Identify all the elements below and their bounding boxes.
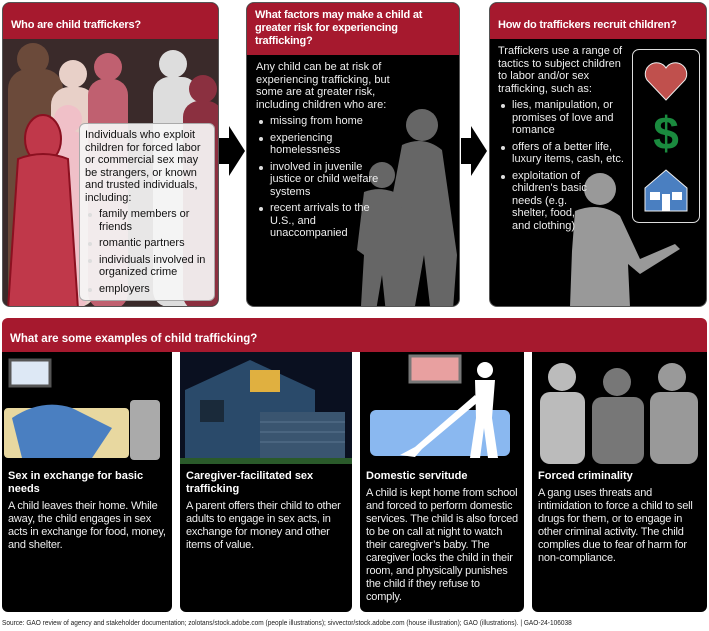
sleeping-child-illustration (2, 352, 172, 464)
example-card-caregiver: Caregiver-facilitated sex trafficking A … (180, 352, 352, 612)
panel-title: What factors may make a child at greater… (247, 3, 459, 55)
dollar-icon: $ (653, 107, 679, 159)
card-body: A gang uses threats and intimidation to … (538, 487, 693, 564)
examples-title: What are some examples of child traffick… (10, 333, 258, 345)
panel-risk-factors: What factors may make a child at greater… (246, 2, 460, 307)
panel-title: How do traffickers recruit children? (490, 3, 706, 39)
list-item: exploitation of children's basic needs (… (498, 170, 594, 233)
list-item: offers of a better life, luxury items, c… (498, 141, 630, 166)
list-item: experiencing homelessness (256, 132, 396, 157)
panel-recruitment: How do traffickers recruit children? Tra… (489, 2, 707, 307)
list-item: family members or friends (85, 208, 209, 233)
list-item: employers (85, 283, 209, 296)
trafficker-silhouette (570, 173, 680, 306)
house-icon (644, 169, 688, 212)
list-item: involved in juvenile justice or child we… (256, 161, 396, 199)
adult-child-silhouette (357, 109, 457, 306)
card-body: A child is kept home from school and for… (366, 487, 518, 603)
list-item: lies, manipulation, or promises of love … (498, 99, 630, 137)
panel-intro: Individuals who exploit children for for… (85, 129, 201, 204)
traffickers-textbox: Individuals who exploit children for for… (79, 123, 215, 301)
arrow-right-icon (219, 126, 245, 176)
source-note: Source: GAO review of agency and stakeho… (2, 618, 572, 627)
vacuuming-child-illustration (360, 352, 524, 464)
examples-header: What are some examples of child traffick… (2, 318, 707, 352)
panel-intro: Traffickers use a range of tactics to su… (498, 45, 623, 95)
panel-title: Who are child traffickers? (3, 3, 218, 39)
recruitment-icons-box: $ (632, 49, 700, 223)
panel-who-are-traffickers: Who are child traffickers? Individuals w… (2, 2, 219, 307)
heart-icon (644, 62, 688, 101)
card-title: Forced criminality (538, 470, 633, 482)
card-title: Caregiver-facilitated sex trafficking (186, 470, 314, 495)
card-body: A child leaves their home. While away, t… (8, 500, 166, 551)
example-card-domestic-servitude: Domestic servitude A child is kept home … (360, 352, 524, 612)
list-item: recent arrivals to the U.S., and unaccom… (256, 202, 396, 240)
list-item: missing from home (256, 115, 396, 128)
panel-intro: Any child can be at risk of experiencing… (256, 61, 390, 111)
arrow-right-icon (461, 126, 487, 176)
card-title: Sex in exchange for basic needs (8, 470, 144, 495)
example-card-basic-needs: Sex in exchange for basic needs A child … (2, 352, 172, 612)
card-body: A parent offers their child to other adu… (186, 500, 341, 551)
house-illustration (180, 352, 352, 464)
list-item: individuals involved in organized crime (85, 254, 209, 279)
list-item: romantic partners (85, 237, 209, 250)
card-title: Domestic servitude (366, 470, 468, 482)
example-card-forced-criminality: Forced criminality A gang uses threats a… (532, 352, 707, 612)
gang-silhouettes (532, 352, 707, 464)
